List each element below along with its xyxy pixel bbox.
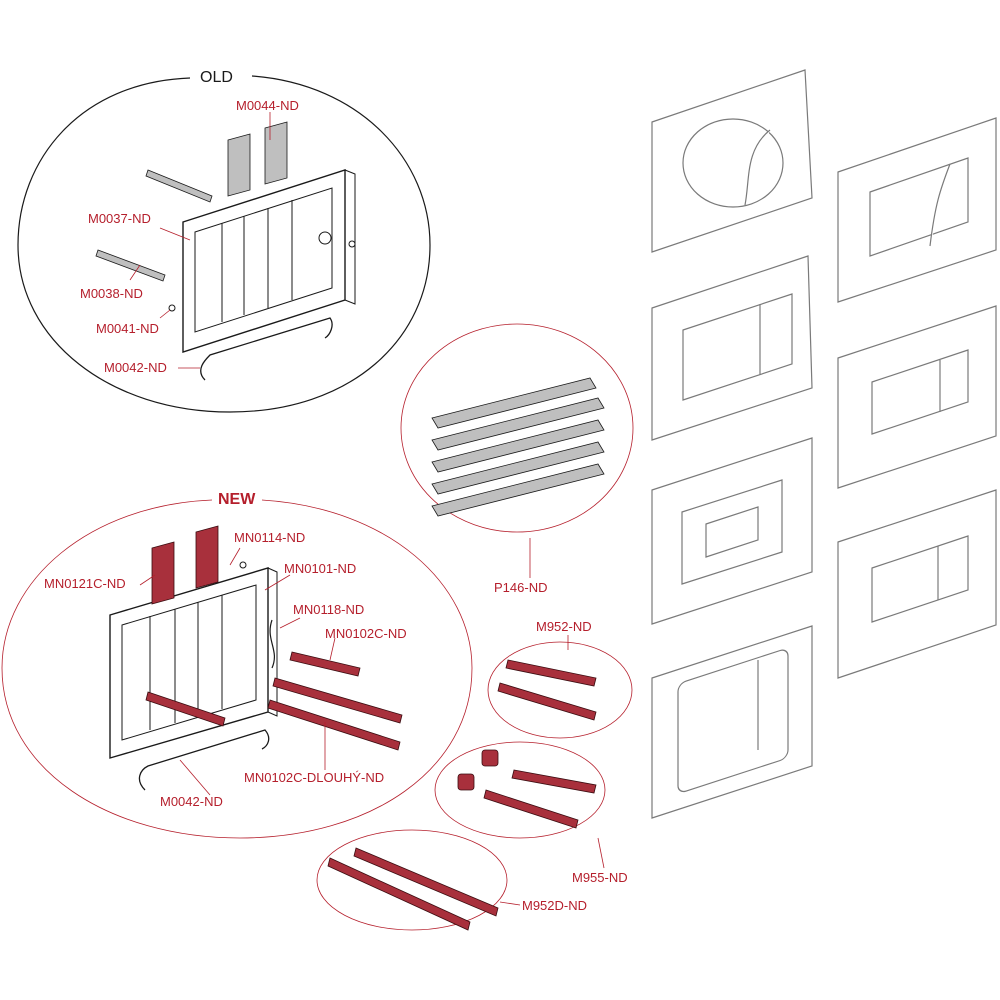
p146-ellipse	[400, 323, 634, 533]
flush-plate-single	[651, 437, 813, 625]
m952-rods	[497, 659, 597, 721]
label-m0037: M0037-ND	[88, 211, 151, 226]
flush-plate-round	[651, 69, 813, 253]
new-group-ellipse	[1, 499, 473, 839]
label-mn0121c: MN0121C-ND	[44, 576, 126, 591]
m955-ellipse	[434, 741, 606, 839]
old-group: OLD M0044-ND	[17, 69, 431, 413]
old-clips-m0044	[227, 121, 288, 197]
label-mn0118: MN0118-ND	[293, 602, 364, 617]
new-rods-mn0102c	[145, 651, 403, 751]
flush-plate-diagonal	[837, 117, 997, 303]
new-spring-mn0118	[269, 619, 275, 669]
new-clips-mn0121c	[151, 525, 219, 605]
old-rods-m0038	[95, 169, 213, 282]
label-mn0102c: MN0102C-ND	[325, 626, 407, 641]
label-m0044: M0044-ND	[236, 98, 299, 113]
old-group-title: OLD	[200, 69, 233, 86]
label-m0042-new: M0042-ND	[160, 794, 223, 809]
m955-parts	[457, 749, 597, 829]
m952-group: M952-ND	[487, 619, 633, 739]
flush-plate-two-button	[651, 255, 813, 441]
m952d-group: M952D-ND	[316, 829, 587, 931]
label-m955: M955-ND	[572, 870, 628, 885]
m952d-ellipse	[316, 829, 508, 931]
label-mn0102c-dlouhy: MN0102C-DLOUHÝ-ND	[244, 770, 384, 785]
old-hanger-m0042	[200, 317, 333, 381]
new-group: NEW	[1, 491, 473, 839]
m955-group: M955-ND	[434, 741, 628, 885]
m952-ellipse	[487, 641, 633, 739]
old-frame-m0037	[182, 169, 356, 353]
label-m0038: M0038-ND	[80, 286, 143, 301]
label-m952d: M952D-ND	[522, 898, 587, 913]
flush-plate-two-button-square	[837, 305, 997, 489]
old-screw-right	[348, 240, 356, 248]
p146-group: P146-ND	[400, 323, 634, 595]
old-group-ellipse	[17, 75, 431, 413]
new-group-title: NEW	[218, 491, 256, 508]
label-m952: M952-ND	[536, 619, 592, 634]
label-p146: P146-ND	[494, 580, 547, 595]
label-mn0114: MN0114-ND	[234, 530, 305, 545]
new-frame-mn0101	[109, 567, 278, 759]
new-screw-mn0114	[239, 561, 247, 569]
label-m0042-old: M0042-ND	[104, 360, 167, 375]
p146-templates	[431, 377, 605, 517]
flush-plate-flat-two-button	[837, 489, 997, 679]
m952d-rods	[327, 847, 499, 931]
flush-plate-framed-two-button	[651, 625, 813, 819]
new-hanger-m0042	[138, 729, 270, 791]
flush-plates	[651, 69, 997, 819]
old-screw-m0041	[168, 304, 176, 312]
label-mn0101: MN0101-ND	[284, 561, 356, 576]
label-m0041: M0041-ND	[96, 321, 159, 336]
